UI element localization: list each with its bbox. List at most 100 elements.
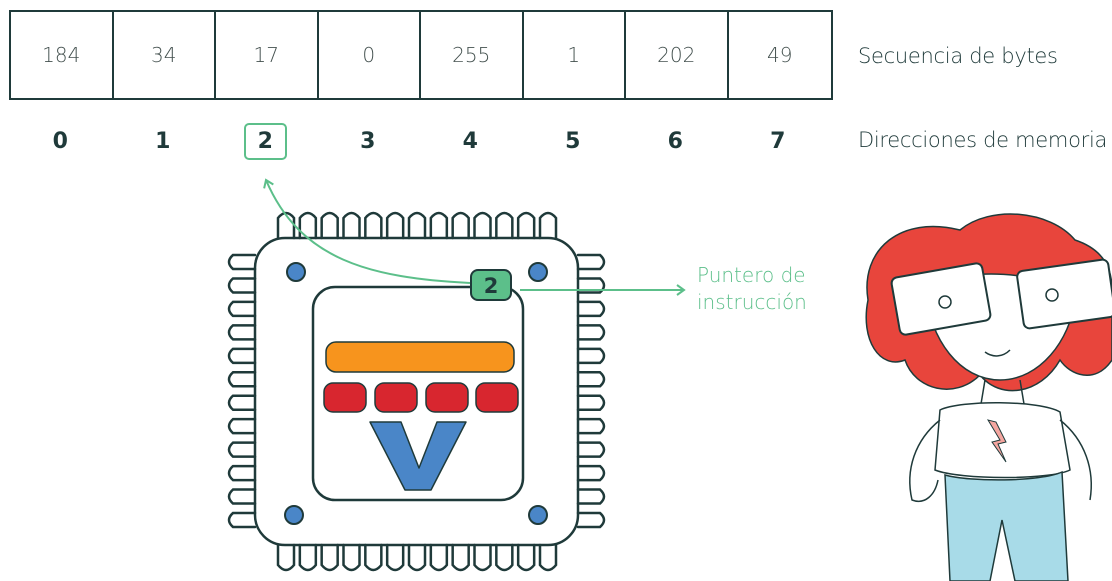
chip-pin	[576, 347, 606, 365]
address-value: 5	[565, 128, 581, 154]
chip-pin	[298, 211, 318, 240]
chip-pin	[227, 277, 257, 294]
chip-pin	[576, 511, 606, 529]
chip-pin	[385, 543, 405, 572]
chip-pin	[227, 347, 257, 365]
chip-pin	[342, 211, 361, 240]
chip-pin	[385, 211, 405, 240]
byte-cell: 49	[767, 43, 793, 67]
instruction-pointer-label: Puntero de instrucción	[697, 262, 807, 316]
chip-pin	[576, 441, 606, 458]
chip-pin	[227, 324, 257, 341]
address-value: 0	[52, 128, 68, 154]
chip-pin	[227, 371, 257, 388]
chip-pin	[227, 488, 257, 505]
chip-pin	[227, 511, 257, 529]
eye	[938, 295, 952, 309]
chip-pin	[576, 488, 606, 505]
address-label-highlighted: 2	[214, 118, 317, 164]
address-label: 7	[727, 118, 830, 164]
byte-cell: 1	[524, 12, 626, 98]
address-value-highlighted: 2	[243, 122, 287, 160]
byte-cell: 34	[114, 12, 216, 98]
register	[374, 382, 418, 413]
byte-cell: 17	[216, 12, 319, 98]
character-illustration	[865, 213, 1112, 581]
v-logo	[369, 421, 467, 491]
chip-pin	[473, 543, 492, 572]
chip-pin	[516, 543, 536, 572]
register	[323, 382, 367, 413]
chip-pin	[364, 543, 383, 572]
memory-addresses-label: Direcciones de memoria	[858, 128, 1108, 152]
chip-pin	[227, 464, 257, 482]
cpu-chip	[253, 236, 580, 547]
chip-pin	[576, 417, 606, 435]
chip-pin	[538, 211, 558, 240]
chip-pin	[576, 464, 606, 482]
address-label: 4	[419, 118, 522, 164]
mouth	[984, 349, 1011, 357]
pointer-label-line2: instrucción	[697, 290, 807, 314]
chip-pin	[576, 371, 606, 388]
corner-dot	[284, 505, 304, 525]
chip-pin	[276, 211, 296, 240]
address-value: 3	[360, 128, 376, 154]
instruction-pointer-register	[470, 269, 512, 301]
byte-sequence: 184 34 17 0 255 1 202 49	[9, 10, 833, 100]
memory-addresses: 0 1 2 3 4 5 6 7	[9, 118, 829, 164]
byte-cell: 202	[626, 12, 729, 98]
chip-pin	[576, 324, 606, 341]
alu-bar	[325, 341, 515, 373]
chip-pin	[451, 543, 470, 572]
chip-pin	[227, 253, 257, 271]
jeans	[944, 470, 1069, 581]
chip-pin	[576, 394, 606, 411]
chip-pin	[320, 211, 339, 240]
register	[475, 382, 519, 413]
corner-dot	[528, 505, 548, 525]
byte-cell: 255	[421, 12, 524, 98]
address-label: 3	[317, 118, 420, 164]
chip-pin	[407, 543, 427, 572]
eye	[1045, 288, 1059, 302]
address-value: 1	[155, 128, 171, 154]
chip-pin	[495, 543, 514, 572]
chip-pin	[320, 543, 339, 572]
corner-dot	[528, 262, 548, 282]
address-label: 6	[624, 118, 727, 164]
chip-pin	[364, 211, 383, 240]
address-label: 0	[9, 118, 112, 164]
address-value: 7	[770, 128, 786, 154]
chip-pin	[473, 211, 492, 240]
goggle-left	[890, 262, 992, 336]
chip-pin	[516, 211, 536, 240]
chip-pin	[227, 394, 257, 411]
address-value: 4	[462, 128, 478, 154]
chip-pin	[429, 211, 449, 240]
chip-pin	[298, 543, 318, 572]
corner-dot	[286, 262, 306, 282]
chip-pin	[451, 211, 470, 240]
lightning-bolt-icon	[986, 419, 1007, 463]
byte-cell: 184	[11, 12, 114, 98]
chip-pin	[538, 543, 558, 572]
byte-sequence-label: Secuencia de bytes	[858, 44, 1058, 68]
pointer-to-address-arrow	[263, 178, 471, 284]
goggle-right	[1016, 258, 1112, 330]
chip-pin	[576, 300, 606, 318]
chip-pin	[429, 543, 449, 572]
chip-frame	[253, 236, 580, 547]
cpu-core	[311, 285, 525, 502]
chip-pin	[227, 417, 257, 435]
pointer-label-line1: Puntero de	[697, 263, 806, 287]
chip-pin	[576, 277, 606, 294]
chip-pin	[227, 441, 257, 458]
chip-pin	[227, 300, 257, 318]
address-value: 6	[667, 128, 683, 154]
chip-pin	[276, 543, 296, 572]
instruction-pointer-value: 2	[484, 274, 499, 298]
address-label: 5	[522, 118, 625, 164]
chip-corner-dots	[284, 262, 548, 525]
